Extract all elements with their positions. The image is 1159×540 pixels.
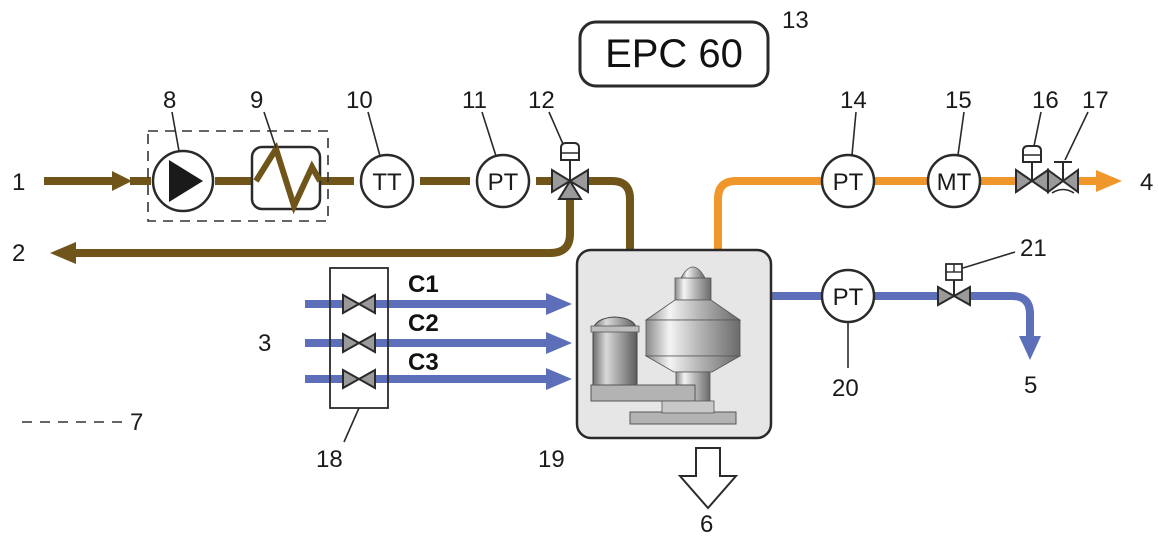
- moisture-transmitter: MT: [926, 153, 982, 209]
- heat-exchanger-icon: [250, 141, 323, 215]
- feed-line: [44, 177, 634, 257]
- ref-number-15: 15: [945, 87, 972, 114]
- ref-number-19: 19: [538, 446, 565, 473]
- feed-arrow-in: [112, 171, 151, 191]
- gas-line-label-c1: C1: [408, 271, 439, 298]
- ref-number-18: 18: [316, 446, 343, 473]
- temperature-transmitter: TT: [359, 153, 415, 209]
- ref-number-9: 9: [250, 87, 263, 114]
- ref-number-20: 20: [832, 375, 859, 402]
- product-line: [714, 177, 1100, 250]
- pressure-transmitter-product: PT: [820, 153, 876, 209]
- vent-line: [772, 292, 1034, 340]
- gas-valve-c3: [342, 368, 376, 390]
- package-boundary: [147, 130, 329, 222]
- pressure-transmitter-vent: PT: [820, 268, 876, 368]
- pt-feed-label: PT: [488, 169, 519, 196]
- vent-arrow-out: [1019, 336, 1041, 360]
- three-way-valve-icon: [551, 142, 589, 200]
- title-box: EPC 60 13: [578, 7, 809, 88]
- ref-number-7: 7: [130, 409, 143, 436]
- manual-valve-icon: [1047, 161, 1079, 194]
- pt-vent-label: PT: [833, 284, 864, 311]
- solenoid-valve-icon: [937, 263, 971, 307]
- gas-feed-lines: [305, 300, 548, 383]
- ref-number-6: 6: [700, 511, 713, 538]
- reference-numbers: 1 2 3 4 5 6 7 8 9 10 11 12 14 15 16 17 1…: [12, 87, 1153, 538]
- ref-number-8: 8: [163, 87, 176, 114]
- leader-lines: [171, 111, 1089, 443]
- ref-number-3: 3: [258, 330, 271, 357]
- ref-number-21: 21: [1020, 235, 1047, 262]
- title-ref-number: 13: [782, 7, 809, 34]
- ref-number-17: 17: [1082, 87, 1109, 114]
- control-valve-icon: [1015, 145, 1049, 194]
- product-arrow-out: [1096, 170, 1122, 192]
- centrifuge-icon: [575, 248, 773, 440]
- mt-label: MT: [937, 169, 972, 196]
- ref-number-10: 10: [346, 87, 373, 114]
- tt-label: TT: [372, 169, 402, 196]
- valve-block: [329, 267, 389, 409]
- ref-number-2: 2: [12, 240, 25, 267]
- ref-number-4: 4: [1140, 169, 1153, 196]
- gas-line-label-c3: C3: [408, 349, 439, 376]
- return-arrow-out: [50, 242, 76, 264]
- gas-valve-c1: [342, 293, 376, 315]
- ref-number-5: 5: [1024, 372, 1037, 399]
- pt-product-label: PT: [833, 169, 864, 196]
- title-text: EPC 60: [605, 32, 743, 76]
- ref-number-14: 14: [840, 87, 867, 114]
- ref-number-1: 1: [12, 169, 25, 196]
- pump-icon: [151, 149, 215, 213]
- pressure-transmitter-feed: PT: [475, 153, 531, 209]
- gas-feed-arrows: [546, 293, 572, 390]
- gas-line-label-c2: C2: [408, 310, 439, 337]
- outlet-arrow-icon: [677, 447, 739, 510]
- ref-number-16: 16: [1032, 87, 1059, 114]
- ref-number-12: 12: [528, 87, 555, 114]
- gas-valve-c2: [342, 332, 376, 354]
- ref-number-11: 11: [462, 87, 487, 114]
